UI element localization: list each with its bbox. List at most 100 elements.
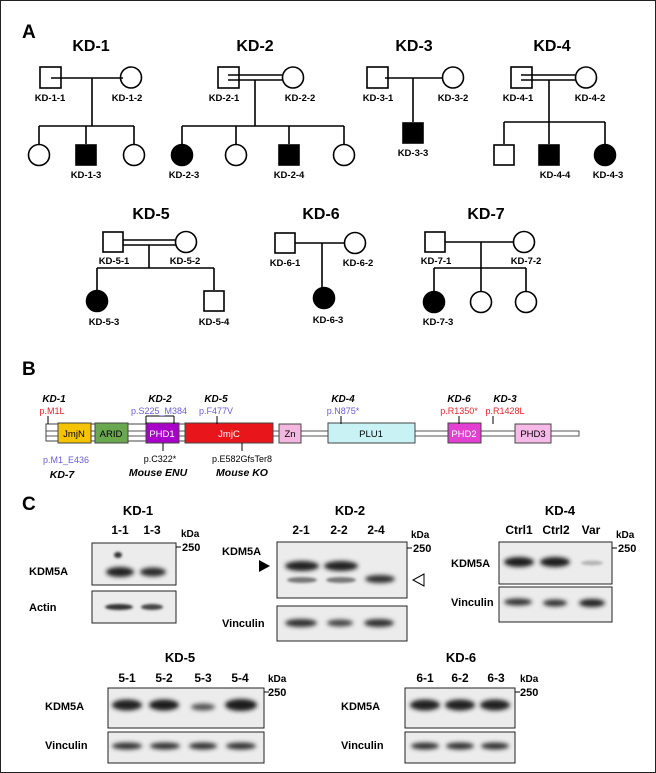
band	[285, 619, 317, 627]
blot-kd4: KD-4 Ctrl1 Ctrl2 Var KDM5A Vinculin 250 …	[451, 503, 636, 623]
domain-phd1-label: PHD1	[149, 429, 174, 440]
band	[504, 557, 534, 567]
blot-title: KD-1	[123, 503, 153, 518]
lane-label: 2-4	[367, 523, 385, 537]
band	[189, 742, 217, 750]
band	[149, 699, 179, 711]
member-kd5-4: KD-5-4	[199, 317, 230, 328]
family-title-kd2: KD-2	[236, 38, 273, 55]
member-kd2-2: KD-2-2	[285, 93, 316, 104]
band	[112, 699, 142, 711]
band	[287, 577, 317, 583]
full-length-arrow-icon	[259, 560, 270, 572]
blot-box	[91, 542, 177, 586]
member-kd3-3: KD-3-3	[398, 148, 429, 159]
row-label: KDM5A	[45, 701, 84, 713]
kda-label: kDa	[520, 674, 539, 685]
member-kd5-2: KD-5-2	[170, 256, 201, 267]
band	[543, 599, 567, 607]
member-kd5-1: KD-5-1	[99, 256, 130, 267]
marker-label: 250	[268, 687, 286, 699]
band	[105, 604, 133, 610]
blot-kd5: KD-5 5-1 5-2 5-3 5-4 KDM5A Vinculin 250 …	[45, 650, 287, 764]
kda-label: kDa	[268, 674, 287, 685]
variant-kd3-change: p.R1428L	[485, 406, 524, 416]
blot-title: KD-4	[545, 503, 576, 518]
member-kd1-3: KD-1-3	[71, 170, 102, 181]
band	[285, 561, 319, 571]
row-label: Vinculin	[451, 597, 494, 609]
member-kd7-3: KD-7-3	[423, 317, 454, 328]
row-label: Vinculin	[341, 740, 384, 752]
family-title-kd5: KD-5	[132, 206, 169, 223]
band	[480, 699, 510, 711]
member-kd2-3: KD-2-3	[169, 170, 200, 181]
row-label: KDM5A	[341, 701, 380, 713]
member-kd4-1: KD-4-1	[503, 93, 534, 104]
domain-phd2	[447, 422, 482, 444]
truncated-arrow-icon	[411, 573, 425, 587]
blot-title: KD-6	[446, 650, 476, 665]
marker-label: 250	[618, 543, 636, 555]
member-kd7-2: KD-7-2	[511, 256, 542, 267]
panel-a-label: A	[22, 22, 36, 43]
member-kd7-1: KD-7-1	[421, 256, 452, 267]
member-kd4-2: KD-4-2	[575, 93, 606, 104]
lane-label: 5-2	[155, 671, 173, 685]
domain-phd3-label: PHD3	[520, 429, 545, 440]
family-title-kd6: KD-6	[302, 206, 339, 223]
row-label: Actin	[29, 602, 57, 614]
lane-label: 2-1	[292, 523, 310, 537]
lane-label: 5-4	[231, 671, 249, 685]
band	[481, 742, 509, 750]
member-kd4-4: KD-4-4	[540, 170, 571, 181]
marker-label: 250	[520, 687, 538, 699]
domain-zn-label: Zn	[284, 429, 295, 440]
panel-c-label: C	[22, 494, 36, 515]
band	[106, 567, 134, 577]
member-kd6-1: KD-6-1	[270, 258, 301, 269]
lane-label: 1-1	[111, 523, 129, 537]
kda-label: kDa	[181, 529, 200, 540]
domain-plu1	[327, 422, 416, 444]
panel-b-label: B	[22, 359, 36, 380]
family-title-kd3: KD-3	[395, 38, 432, 55]
variant-ko-change: p.E582GfsTer8	[212, 454, 272, 464]
lane-label: Ctrl1	[505, 523, 533, 537]
lane-label: 1-3	[143, 523, 161, 537]
family-title-kd1: KD-1	[72, 38, 109, 55]
band	[326, 577, 356, 583]
blot-title: KD-5	[165, 650, 195, 665]
marker-label: 250	[182, 542, 200, 554]
band	[112, 742, 142, 750]
band	[445, 699, 475, 711]
variant-kd1-family: KD-1	[42, 394, 66, 405]
variant-kd1-change: p.M1L	[39, 406, 64, 416]
row-label: KDM5A	[451, 558, 490, 570]
row-label: Vinculin	[45, 740, 88, 752]
variant-ko-label: Mouse KO	[216, 467, 268, 479]
lane-label: Ctrl2	[542, 523, 570, 537]
variant-kd3-family: KD-3	[493, 394, 517, 405]
variant-kd4-family: KD-4	[331, 394, 355, 405]
variant-kd6-family: KD-6	[447, 394, 471, 405]
variant-kd7-label: KD-7	[50, 469, 76, 481]
variant-kd4-change: p.N875*	[327, 406, 360, 416]
member-kd3-2: KD-3-2	[438, 93, 469, 104]
member-kd2-1: KD-2-1	[209, 93, 240, 104]
kda-label: kDa	[616, 530, 635, 541]
domain-jmjn	[57, 422, 92, 444]
band	[411, 742, 439, 750]
domain-arid	[94, 422, 129, 444]
domain-phd2-label: PHD2	[451, 429, 476, 440]
variant-kd7-change: p.M1_E436	[43, 455, 89, 465]
variant-kd5-change: p.F477V	[199, 406, 233, 416]
blot-kd2: KD-2 2-1 2-2 2-4 KDM5A Vinculin 250 kDa	[222, 503, 431, 642]
member-kd1-2: KD-1-2	[112, 93, 143, 104]
lane-label: 6-3	[487, 671, 505, 685]
band	[225, 699, 257, 711]
member-kd1-1: KD-1-1	[35, 93, 66, 104]
band	[324, 561, 358, 571]
lane-label: 5-1	[118, 671, 136, 685]
